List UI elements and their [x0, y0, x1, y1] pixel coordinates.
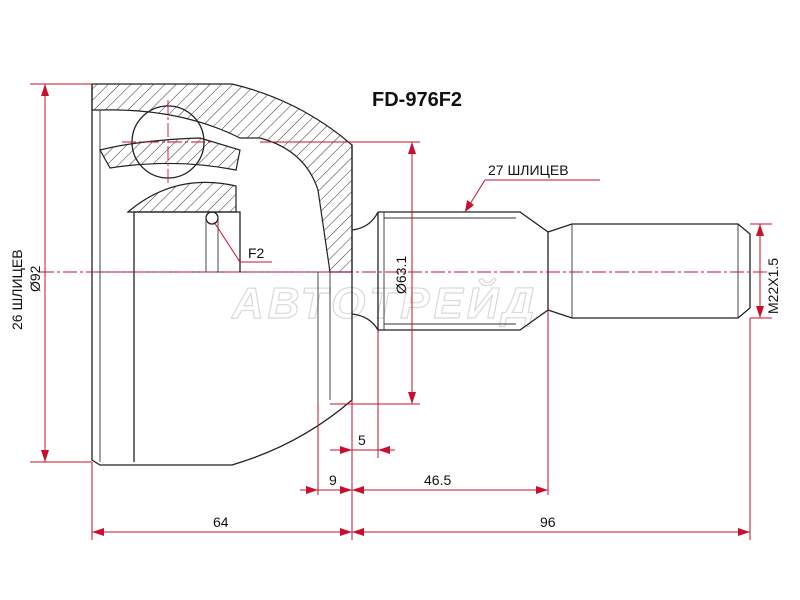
joint-housing — [91, 83, 353, 466]
dimension-lines — [30, 83, 772, 540]
shaft-collar — [351, 211, 379, 333]
stub-shaft — [351, 211, 751, 333]
thread-label: M22X1.5 — [765, 258, 781, 314]
dimension-46-5: 46.5 — [424, 472, 451, 488]
f2-marker — [205, 211, 219, 225]
housing-outline — [91, 84, 353, 466]
shaft-diameter-label: Ø63.1 — [393, 256, 409, 294]
inner-race-section — [126, 181, 237, 213]
dimension-64: 64 — [213, 514, 229, 530]
dimension-9: 9 — [329, 472, 337, 488]
inner-race — [133, 211, 241, 272]
shaft-splined-section — [378, 211, 549, 331]
housing-section-hatch — [91, 83, 353, 273]
outer-diameter-label: Ø92 — [27, 265, 43, 292]
shaft-threaded-section — [547, 223, 751, 319]
shaft-splines-label: 27 ШЛИЦЕВ — [488, 162, 569, 178]
outer-splines-label: 26 ШЛИЦЕВ — [9, 249, 25, 330]
f2-label: F2 — [248, 245, 265, 261]
dimension-5: 5 — [358, 432, 366, 448]
dimension-96: 96 — [540, 514, 556, 530]
cage-section — [99, 137, 241, 171]
watermark: АВТОТРЕЙД — [231, 277, 538, 328]
part-number: FD-976F2 — [372, 89, 462, 111]
